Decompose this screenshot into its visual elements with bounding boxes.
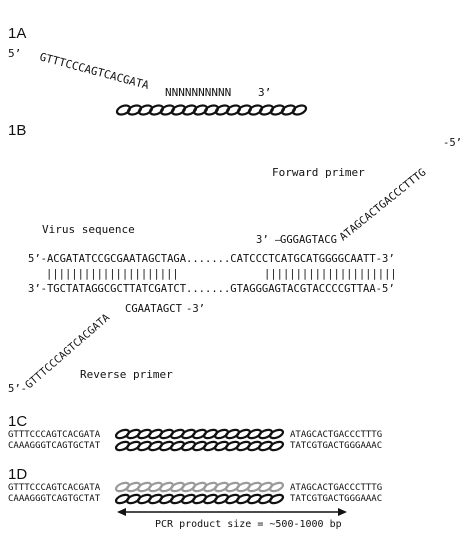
product-size-arrow (117, 508, 347, 516)
virus-bottom-strand: 3’-TGCTATAGGCGCTTATCGATCT.......GTAGGGAG… (28, 283, 395, 295)
panel-label-1c: 1C (8, 413, 27, 430)
panel-label-1a: 1A (8, 25, 26, 42)
helix-twist (268, 428, 285, 440)
virus-top-strand: 5’-ACGATATCCGCGAATAGCTAGA.......CATCCCTC… (28, 253, 395, 265)
reverse-anneal-suffix: -3’ (186, 303, 205, 315)
helix-twist (268, 493, 285, 505)
reverse-primer-start: 5’- (8, 383, 27, 395)
c-left-bottom-seq: CAAAGGGTCAGTGCTAT (8, 441, 101, 451)
helix-1d-top-light (114, 481, 285, 493)
reverse-anneal-sequence: CGAATAGCT (125, 303, 183, 315)
d-right-top-seq: ATAGCACTGACCCTTTG (290, 483, 382, 493)
c-right-bottom-seq: TATCGTGACTGGGAAAC (290, 441, 382, 451)
forward-primer-label: Forward primer (272, 166, 365, 179)
reverse-primer-label: Reverse primer (80, 368, 173, 381)
helix-twist (291, 104, 308, 116)
d-right-bottom-seq: TATCGTGACTGGGAAAC (290, 494, 382, 504)
forward-primer-end: -5’ (443, 137, 462, 149)
helix-1c-bottom (114, 440, 285, 452)
helix-twist (268, 481, 285, 493)
virus-sequence-label: Virus sequence (42, 223, 135, 236)
base-pairing-right: ||||||||||||||||||||| (264, 268, 397, 280)
forward-anneal-sequence: GGGAGTACG (280, 234, 337, 246)
d-left-top-seq: GTTTCCCAGTCACGATA (8, 483, 101, 493)
five-prime-label: 5’ (8, 47, 21, 60)
random-n-sequence: NNNNNNNNNN (165, 86, 231, 99)
panel-label-1d: 1D (8, 466, 27, 483)
helix-twist (268, 440, 285, 452)
helix-1d-bottom (114, 493, 285, 505)
pcr-product-size-label: PCR product size = ~500-1000 bp (155, 519, 342, 530)
d-left-bottom-seq: CAAAGGGTCAGTGCTAT (8, 494, 101, 504)
base-pairing-left: ||||||||||||||||||||| (46, 268, 179, 280)
three-prime-label: 3’ (258, 86, 271, 99)
primer-sequence-1a: GTTTCCCAGTCACGATA (38, 50, 150, 92)
helix-1a (115, 104, 308, 116)
panel-label-1b: 1B (8, 122, 26, 139)
helix-1c-top (114, 428, 285, 440)
forward-anneal-prefix: 3’ – (256, 234, 282, 246)
c-right-top-seq: ATAGCACTGACCCTTTG (290, 430, 382, 440)
c-left-top-seq: GTTTCCCAGTCACGATA (8, 430, 101, 440)
